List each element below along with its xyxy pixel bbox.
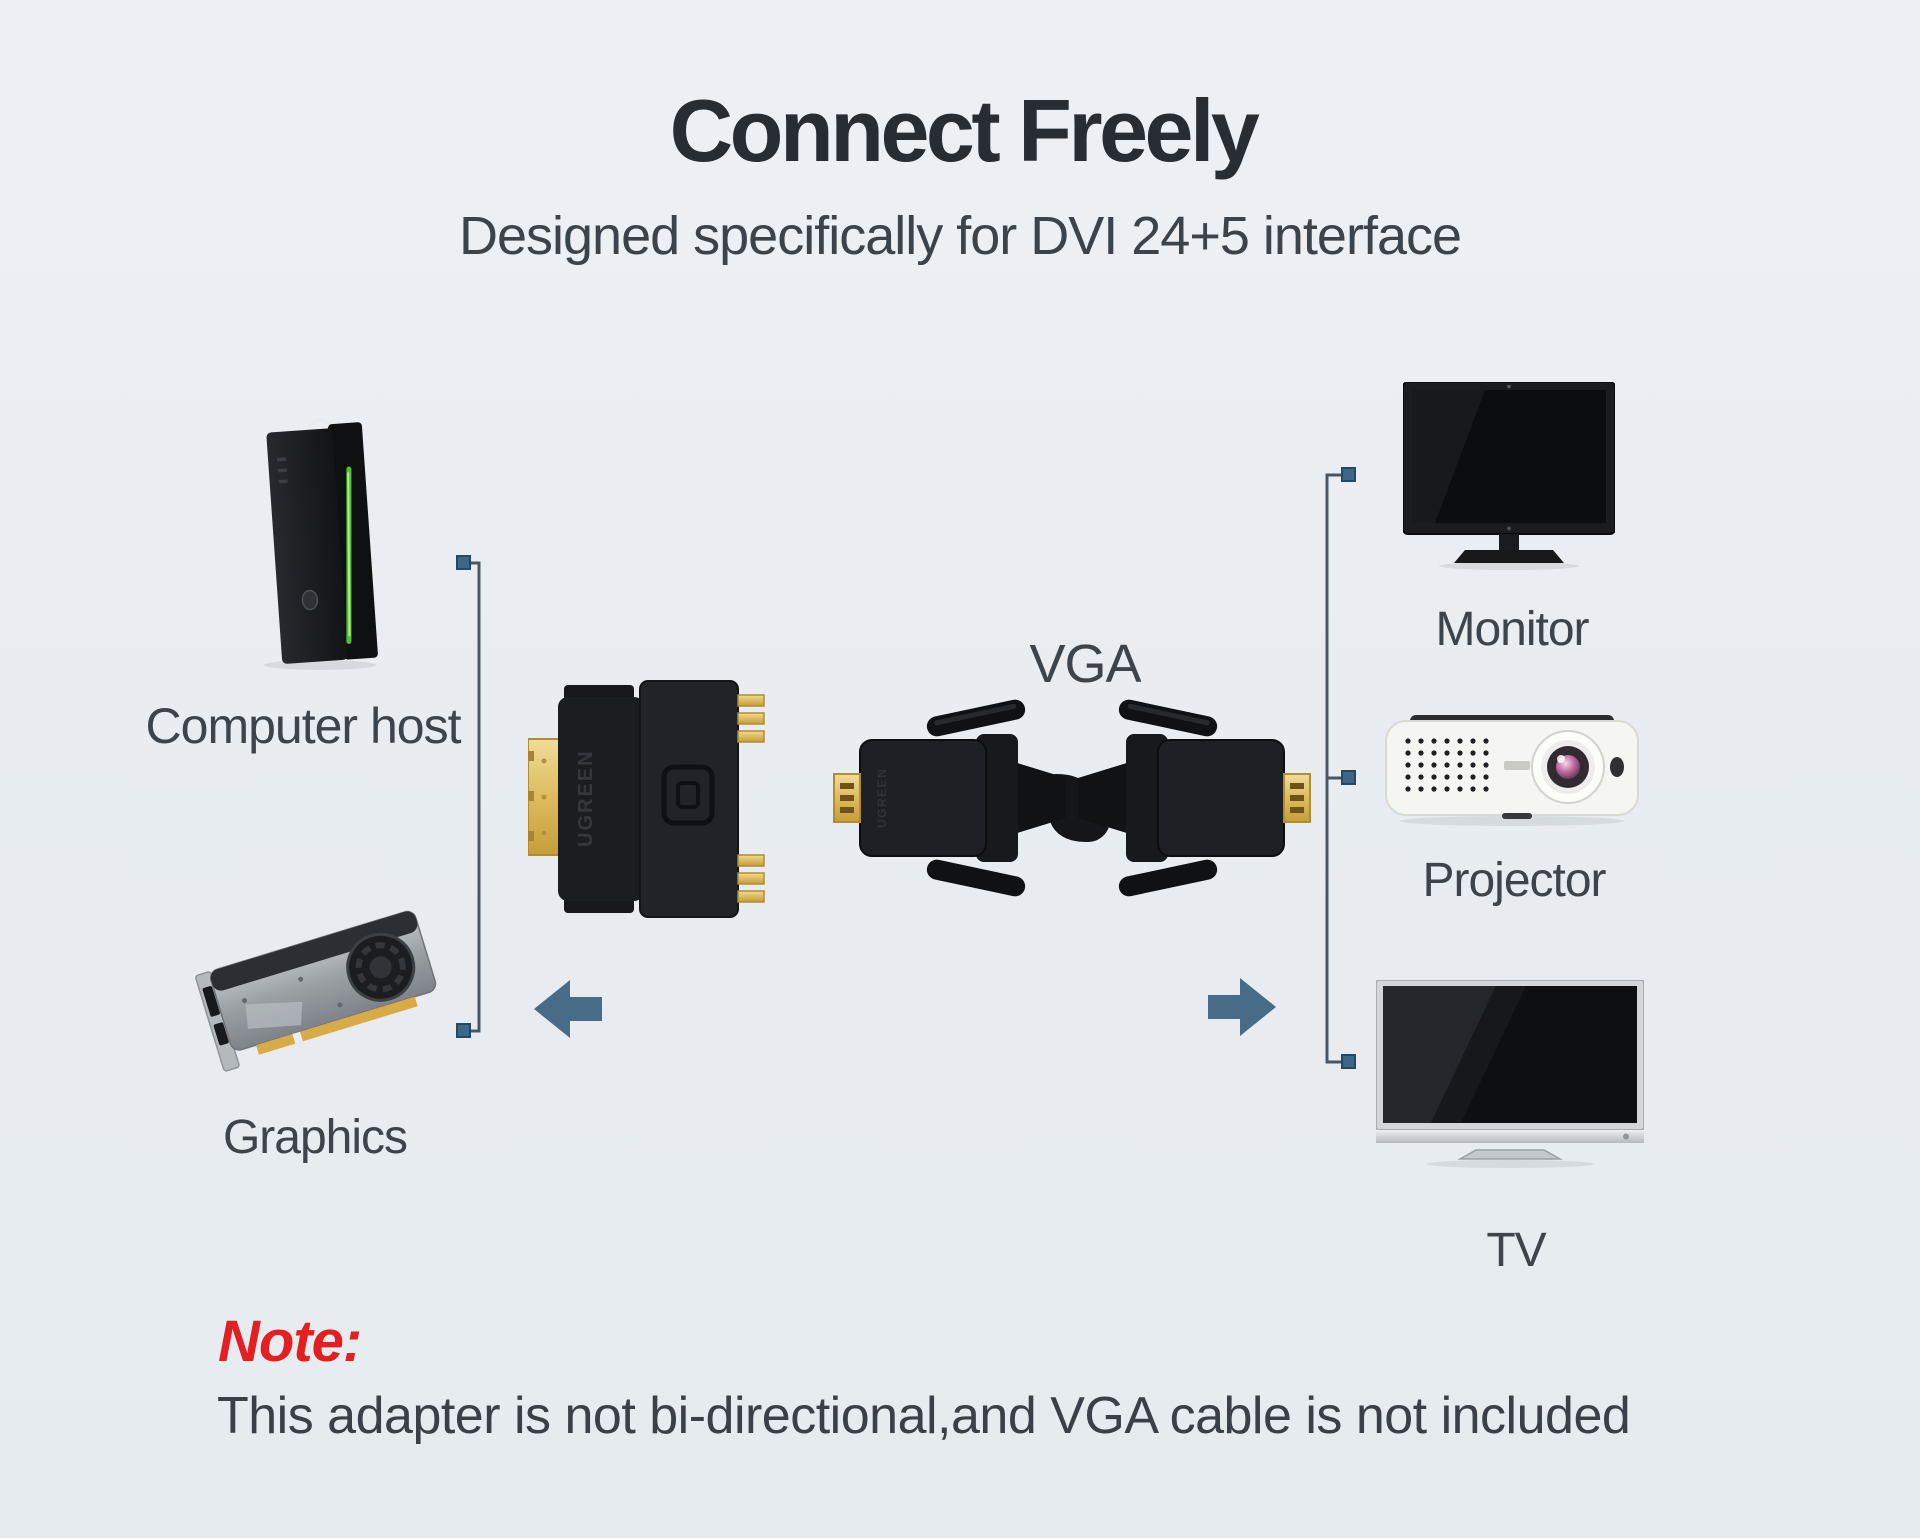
note-body: This adapter is not bi-directional,and V… [217,1387,1631,1445]
left-bracket-line [470,561,481,1033]
right-bracket-line [1325,473,1342,1064]
computer-tower-icon [264,418,378,670]
computer-host-label: Computer host [145,698,462,754]
vga-cable-icon: UGREEN [833,699,1311,897]
arrow-right-icon [1208,978,1276,1036]
cable-brand-text: UGREEN [875,768,889,828]
page-subtitle: Designed specifically for DVI 24+5 inter… [458,206,1462,266]
note-heading: Note: [218,1309,362,1374]
tv-label: TV [1486,1224,1546,1277]
vga-cable-label: VGA [1029,634,1141,694]
tv-icon [1376,980,1644,1168]
monitor-icon [1403,382,1615,570]
graphics-label: Graphics [222,1111,408,1164]
dvi-vga-adapter-icon: UGREEN [528,680,765,918]
monitor-label: Monitor [1435,603,1589,656]
projector-label: Projector [1422,854,1606,907]
adapter-brand-text: UGREEN [575,749,597,847]
graphics-card-icon [195,910,437,1072]
page-title: Connect Freely [669,81,1260,180]
right-bracket-nodes [1341,467,1356,1069]
arrow-left-icon [534,980,602,1038]
projector-icon [1385,715,1639,826]
